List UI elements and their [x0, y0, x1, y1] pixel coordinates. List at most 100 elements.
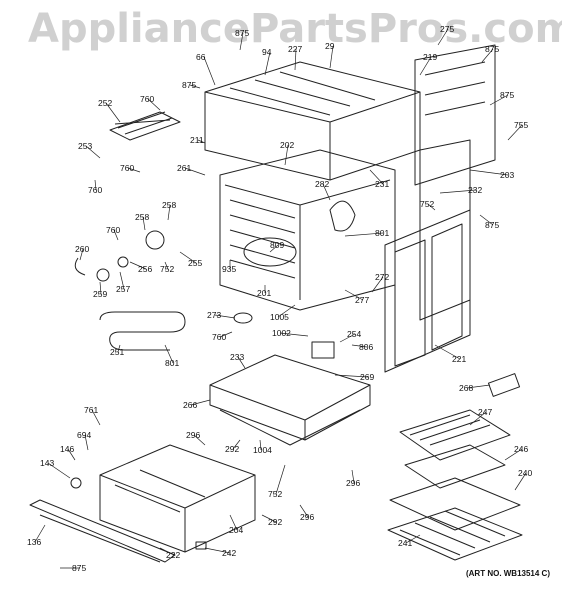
part-callout-755: 755: [514, 120, 528, 130]
broiler-pan-part: [399, 409, 511, 489]
part-callout-66: 66: [196, 52, 206, 62]
part-callout-261: 261: [177, 163, 191, 173]
leader-line: [94, 179, 97, 191]
leader-line: [214, 314, 236, 319]
leader-line: [189, 84, 201, 89]
leader-line: [229, 514, 238, 531]
leader-line: [419, 56, 432, 76]
part-callout-1005: 1005: [270, 312, 289, 322]
part-callout-269: 269: [360, 372, 374, 382]
part-callout-29: 29: [325, 41, 335, 51]
part-callout-760: 760: [212, 332, 226, 342]
part-callout-935: 935: [222, 264, 236, 274]
part-callout-275: 275: [440, 24, 454, 34]
leader-line: [164, 344, 174, 364]
part-callout-253: 253: [78, 141, 92, 151]
receptacle-part: [311, 341, 335, 359]
sensor-part: [329, 200, 356, 232]
part-callout-694: 694: [77, 430, 91, 440]
leader-line: [339, 333, 356, 343]
oven-cavity-part: [219, 149, 396, 311]
leader-line: [371, 276, 384, 293]
part-callout-221: 221: [452, 354, 466, 364]
leader-line: [99, 281, 102, 295]
leader-line: [277, 304, 296, 318]
part-callout-255: 255: [188, 258, 202, 268]
part-callout-258: 258: [135, 212, 149, 222]
leader-line: [469, 169, 509, 176]
part-callout-254: 254: [347, 329, 361, 339]
leader-line: [105, 102, 121, 123]
side-panel-part: [414, 44, 496, 186]
drawer-stop-part: [195, 541, 207, 550]
storage-drawer-part: [99, 444, 256, 553]
part-callout-136: 136: [27, 537, 41, 547]
part-callout-268: 268: [459, 383, 473, 393]
bake-element-part: [99, 311, 186, 351]
leader-line: [344, 289, 364, 301]
leader-line: [269, 244, 279, 253]
leader-line: [164, 261, 169, 270]
leader-line: [437, 28, 449, 46]
leader-line: [489, 94, 509, 106]
part-callout-875: 875: [500, 90, 514, 100]
leader-line: [193, 434, 206, 446]
part-callout-201: 201: [257, 288, 271, 298]
leader-line: [427, 203, 436, 211]
leader-line: [479, 214, 494, 226]
part-callout-266: 266: [183, 400, 197, 410]
leader-line: [294, 48, 297, 71]
part-callout-282: 282: [315, 179, 329, 189]
part-callout-258: 258: [162, 200, 176, 210]
part-callout-296: 296: [186, 430, 200, 440]
thermostat-knob-part: [145, 230, 165, 250]
part-callout-875: 875: [182, 80, 196, 90]
part-callout-761: 761: [84, 405, 98, 415]
part-callout-1002: 1002: [272, 328, 291, 338]
part-callout-232: 232: [468, 185, 482, 195]
part-callout-233: 233: [230, 352, 244, 362]
leader-line: [261, 514, 277, 523]
part-callout-277: 277: [355, 295, 369, 305]
part-callout-241: 241: [398, 538, 412, 548]
part-callout-760: 760: [140, 94, 154, 104]
part-callout-752: 752: [160, 264, 174, 274]
part-callout-240: 240: [518, 468, 532, 478]
leader-line: [322, 183, 331, 201]
part-callout-760: 760: [88, 185, 102, 195]
part-callout-257: 257: [116, 284, 130, 294]
igniter-part: [96, 268, 110, 282]
part-callout-219: 219: [423, 52, 437, 62]
part-callout-809: 809: [270, 240, 284, 250]
part-callout-1004: 1004: [253, 445, 272, 455]
leader-line: [405, 534, 421, 544]
leader-line: [259, 439, 262, 451]
part-callout-292: 292: [225, 444, 239, 454]
leader-line: [469, 411, 487, 426]
drawer-wheel-part: [70, 477, 82, 489]
part-callout-259: 259: [93, 289, 107, 299]
broil-element-part: [109, 111, 181, 141]
leader-line: [159, 547, 175, 556]
leader-line: [204, 547, 231, 554]
leader-line: [369, 169, 384, 185]
part-callout-146: 146: [60, 444, 74, 454]
leader-line: [481, 48, 494, 63]
part-callout-247: 247: [478, 407, 492, 417]
leader-line: [514, 472, 527, 491]
part-callout-256: 256: [138, 264, 152, 274]
part-callout-292: 292: [268, 517, 282, 527]
leader-line: [275, 464, 286, 495]
part-callout-202: 202: [280, 140, 294, 150]
part-callout-252: 252: [98, 98, 112, 108]
leader-line: [299, 504, 309, 518]
part-callout-875: 875: [235, 28, 249, 38]
leader-line: [129, 261, 147, 270]
leader-line: [85, 145, 101, 159]
light-lens-part: [233, 312, 253, 324]
leader-line: [127, 167, 141, 173]
part-callout-94: 94: [262, 47, 272, 57]
leader-line: [507, 124, 523, 141]
part-callout-231: 231: [375, 179, 389, 189]
